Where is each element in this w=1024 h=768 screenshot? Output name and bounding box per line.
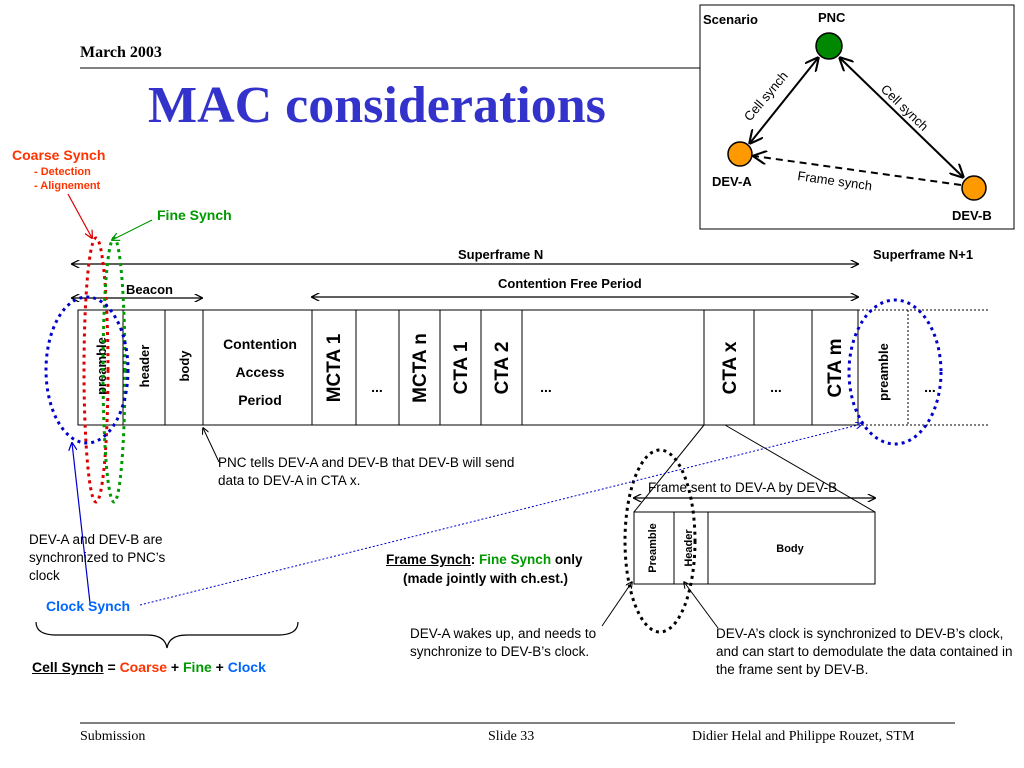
slot-preamble: preamble (94, 337, 109, 395)
beacon-label: Beacon (126, 282, 173, 297)
cell-synch-plus-2: + (211, 659, 228, 675)
clock-synch-ellipse (44, 295, 130, 445)
frame-preamble: Preamble (647, 523, 659, 573)
cell-synch-term: Cell Synch (32, 659, 104, 675)
superframe-n-label: Superframe N (458, 247, 543, 262)
slot-header: header (137, 345, 152, 388)
scenario-label: Scenario (703, 12, 758, 27)
cell-synch-coarse: Coarse (119, 659, 168, 675)
superframe-outline (77, 309, 859, 426)
footer-right: Didier Helal and Philippe Rouzet, STM (692, 729, 915, 744)
frame-synch-fine: Fine Synch (479, 552, 552, 567)
cfp-label: Contention Free Period (498, 276, 642, 291)
coarse-synch-ellipse (82, 236, 110, 504)
slot-cta-1: CTA 1 (451, 341, 472, 394)
slot-mcta-1: MCTA 1 (324, 333, 345, 402)
coarse-synch-label: Coarse Synch (12, 147, 105, 163)
cell-synch-link-a (750, 58, 818, 143)
footer-left: Submission (80, 729, 146, 744)
cap-line-1: Contention (223, 336, 297, 352)
frame-caption: Frame sent to DEV-A by DEV-B (648, 480, 837, 495)
pnc-node (815, 32, 843, 60)
cell-synch-equation: Cell Synch = Coarse + Fine + Clock (32, 659, 266, 675)
frame-outline (633, 511, 876, 585)
slot-cta-2: CTA 2 (492, 342, 513, 395)
coarse-alignement-item: - Alignement (34, 180, 101, 192)
dev-a-clock-arrow (684, 582, 719, 629)
dev-b-node (961, 175, 987, 201)
fine-synch-ellipse (101, 236, 127, 504)
pnc-tells-note: PNC tells DEV-A and DEV-B that DEV-B wil… (218, 455, 515, 488)
slide-title: MAC considerations (148, 77, 606, 134)
frame-synch-link (754, 156, 962, 186)
cell-synch-clock: Clock (227, 659, 266, 675)
slot-cta-m: CTA m (825, 338, 846, 397)
cell-synch-plus-1: + (167, 659, 183, 675)
slot-ellipsis-3: ... (770, 379, 782, 395)
next-preamble-ellipse (847, 298, 943, 446)
dev-a-node (727, 141, 753, 167)
slot-ellipsis-4: ... (924, 379, 936, 395)
frame-synch-ellipse (623, 448, 697, 634)
slot-body: body (177, 350, 192, 382)
dev-a-wakes-note: DEV-A wakes up, and needs to synchronize… (410, 626, 597, 659)
slot-cta-x: CTA x (720, 341, 741, 394)
coarse-detection-item: - Detection (34, 166, 91, 178)
cap-line-3: Period (238, 392, 282, 408)
cell-synch-link-b (840, 58, 963, 177)
clock-synch-link (139, 424, 862, 606)
dev-b-label: DEV-B (952, 208, 992, 223)
cap-line-2: Access (235, 364, 284, 380)
dev-a-label: DEV-A (712, 174, 752, 189)
frame-synch-only: only (551, 552, 583, 567)
slot-next-preamble: preamble (876, 343, 891, 401)
fine-synch-label: Fine Synch (157, 207, 232, 223)
superframe-n1-label: Superframe N+1 (873, 247, 973, 262)
superframe-row: preamble header body Contention Access P… (77, 309, 990, 426)
fine-synch-arrow (112, 219, 153, 240)
clock-synch-label: Clock Synch (46, 598, 131, 614)
frame-synch-note-line2: (made jointly with ch.est.) (403, 571, 569, 586)
slot-ellipsis-1: ... (371, 379, 383, 395)
scenario-panel: Scenario PNC DEV-A DEV-B Cell synch Cell… (699, 4, 1015, 230)
frame-box: Preamble Header Body (633, 511, 876, 585)
footer-center: Slide 33 (488, 729, 535, 744)
frame-body: Body (776, 543, 804, 555)
dev-a-clock-note: DEV-A’s clock is synchronized to DEV-B’s… (716, 626, 1013, 677)
pnc-tells-arrow (203, 428, 220, 463)
frame-synch-note: Frame Synch: Fine Synch only (386, 552, 583, 567)
cell-synch-eq: = (103, 659, 120, 675)
coarse-synch-arrow (67, 193, 92, 238)
pnc-label: PNC (818, 10, 846, 25)
frame-synch-colon: : (470, 552, 480, 567)
slot-ellipsis-2: ... (540, 379, 552, 395)
zoom-line-left (633, 424, 705, 513)
clock-synch-arrow (72, 443, 91, 604)
dev-a-wakes-arrow (601, 582, 632, 627)
slide-date: March 2003 (80, 44, 162, 61)
frame-header: Header (683, 529, 695, 567)
synchronized-note: DEV-A and DEV-B are synchronized to PNC’… (29, 532, 166, 583)
zoom-line-right (724, 424, 876, 513)
slot-mcta-n: MCTA n (410, 333, 431, 403)
cell-synch-brace (35, 621, 299, 649)
cell-synch-fine: Fine (183, 659, 212, 675)
frame-synch-term: Frame Synch (386, 552, 471, 567)
